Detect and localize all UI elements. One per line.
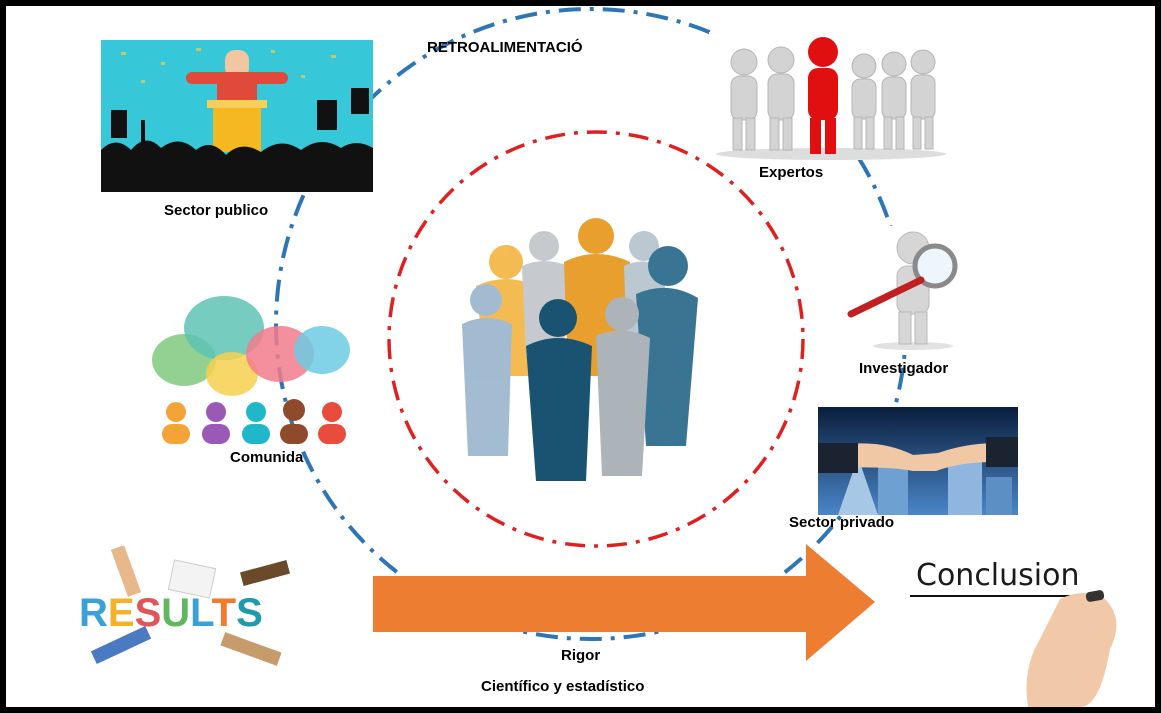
label-investigador: Investigador xyxy=(859,360,949,377)
label-sector-publico: Sector publico xyxy=(164,202,269,219)
handshake-skyscrapers-icon xyxy=(818,407,1018,515)
results-word: RESULTS xyxy=(79,591,263,635)
label-rigor: Rigor xyxy=(561,647,601,664)
hand-writing-marker-icon xyxy=(910,559,1142,707)
rigor-arrow xyxy=(373,544,875,661)
speech-bubbles-people-icon xyxy=(146,288,356,448)
results-letters-hands-icon: RESULTS xyxy=(71,546,293,678)
inner-red-ring xyxy=(387,130,805,548)
label-comunidad: Comunida xyxy=(230,449,304,466)
magnifier-researcher-icon xyxy=(843,226,963,351)
expert-team-figures-icon xyxy=(709,32,954,160)
label-conclusion: Conclusion xyxy=(916,558,1080,593)
label-sector-privado: Sector privado xyxy=(789,514,895,531)
label-retroalimentacion: RETROALIMENTACIÓ xyxy=(427,39,583,56)
label-rigor-subtitle: Científico y estadístico xyxy=(481,678,645,695)
label-expertos: Expertos xyxy=(759,164,824,181)
podium-speaker-crowd-icon xyxy=(101,40,373,192)
people-group-silhouettes-icon xyxy=(446,206,706,486)
